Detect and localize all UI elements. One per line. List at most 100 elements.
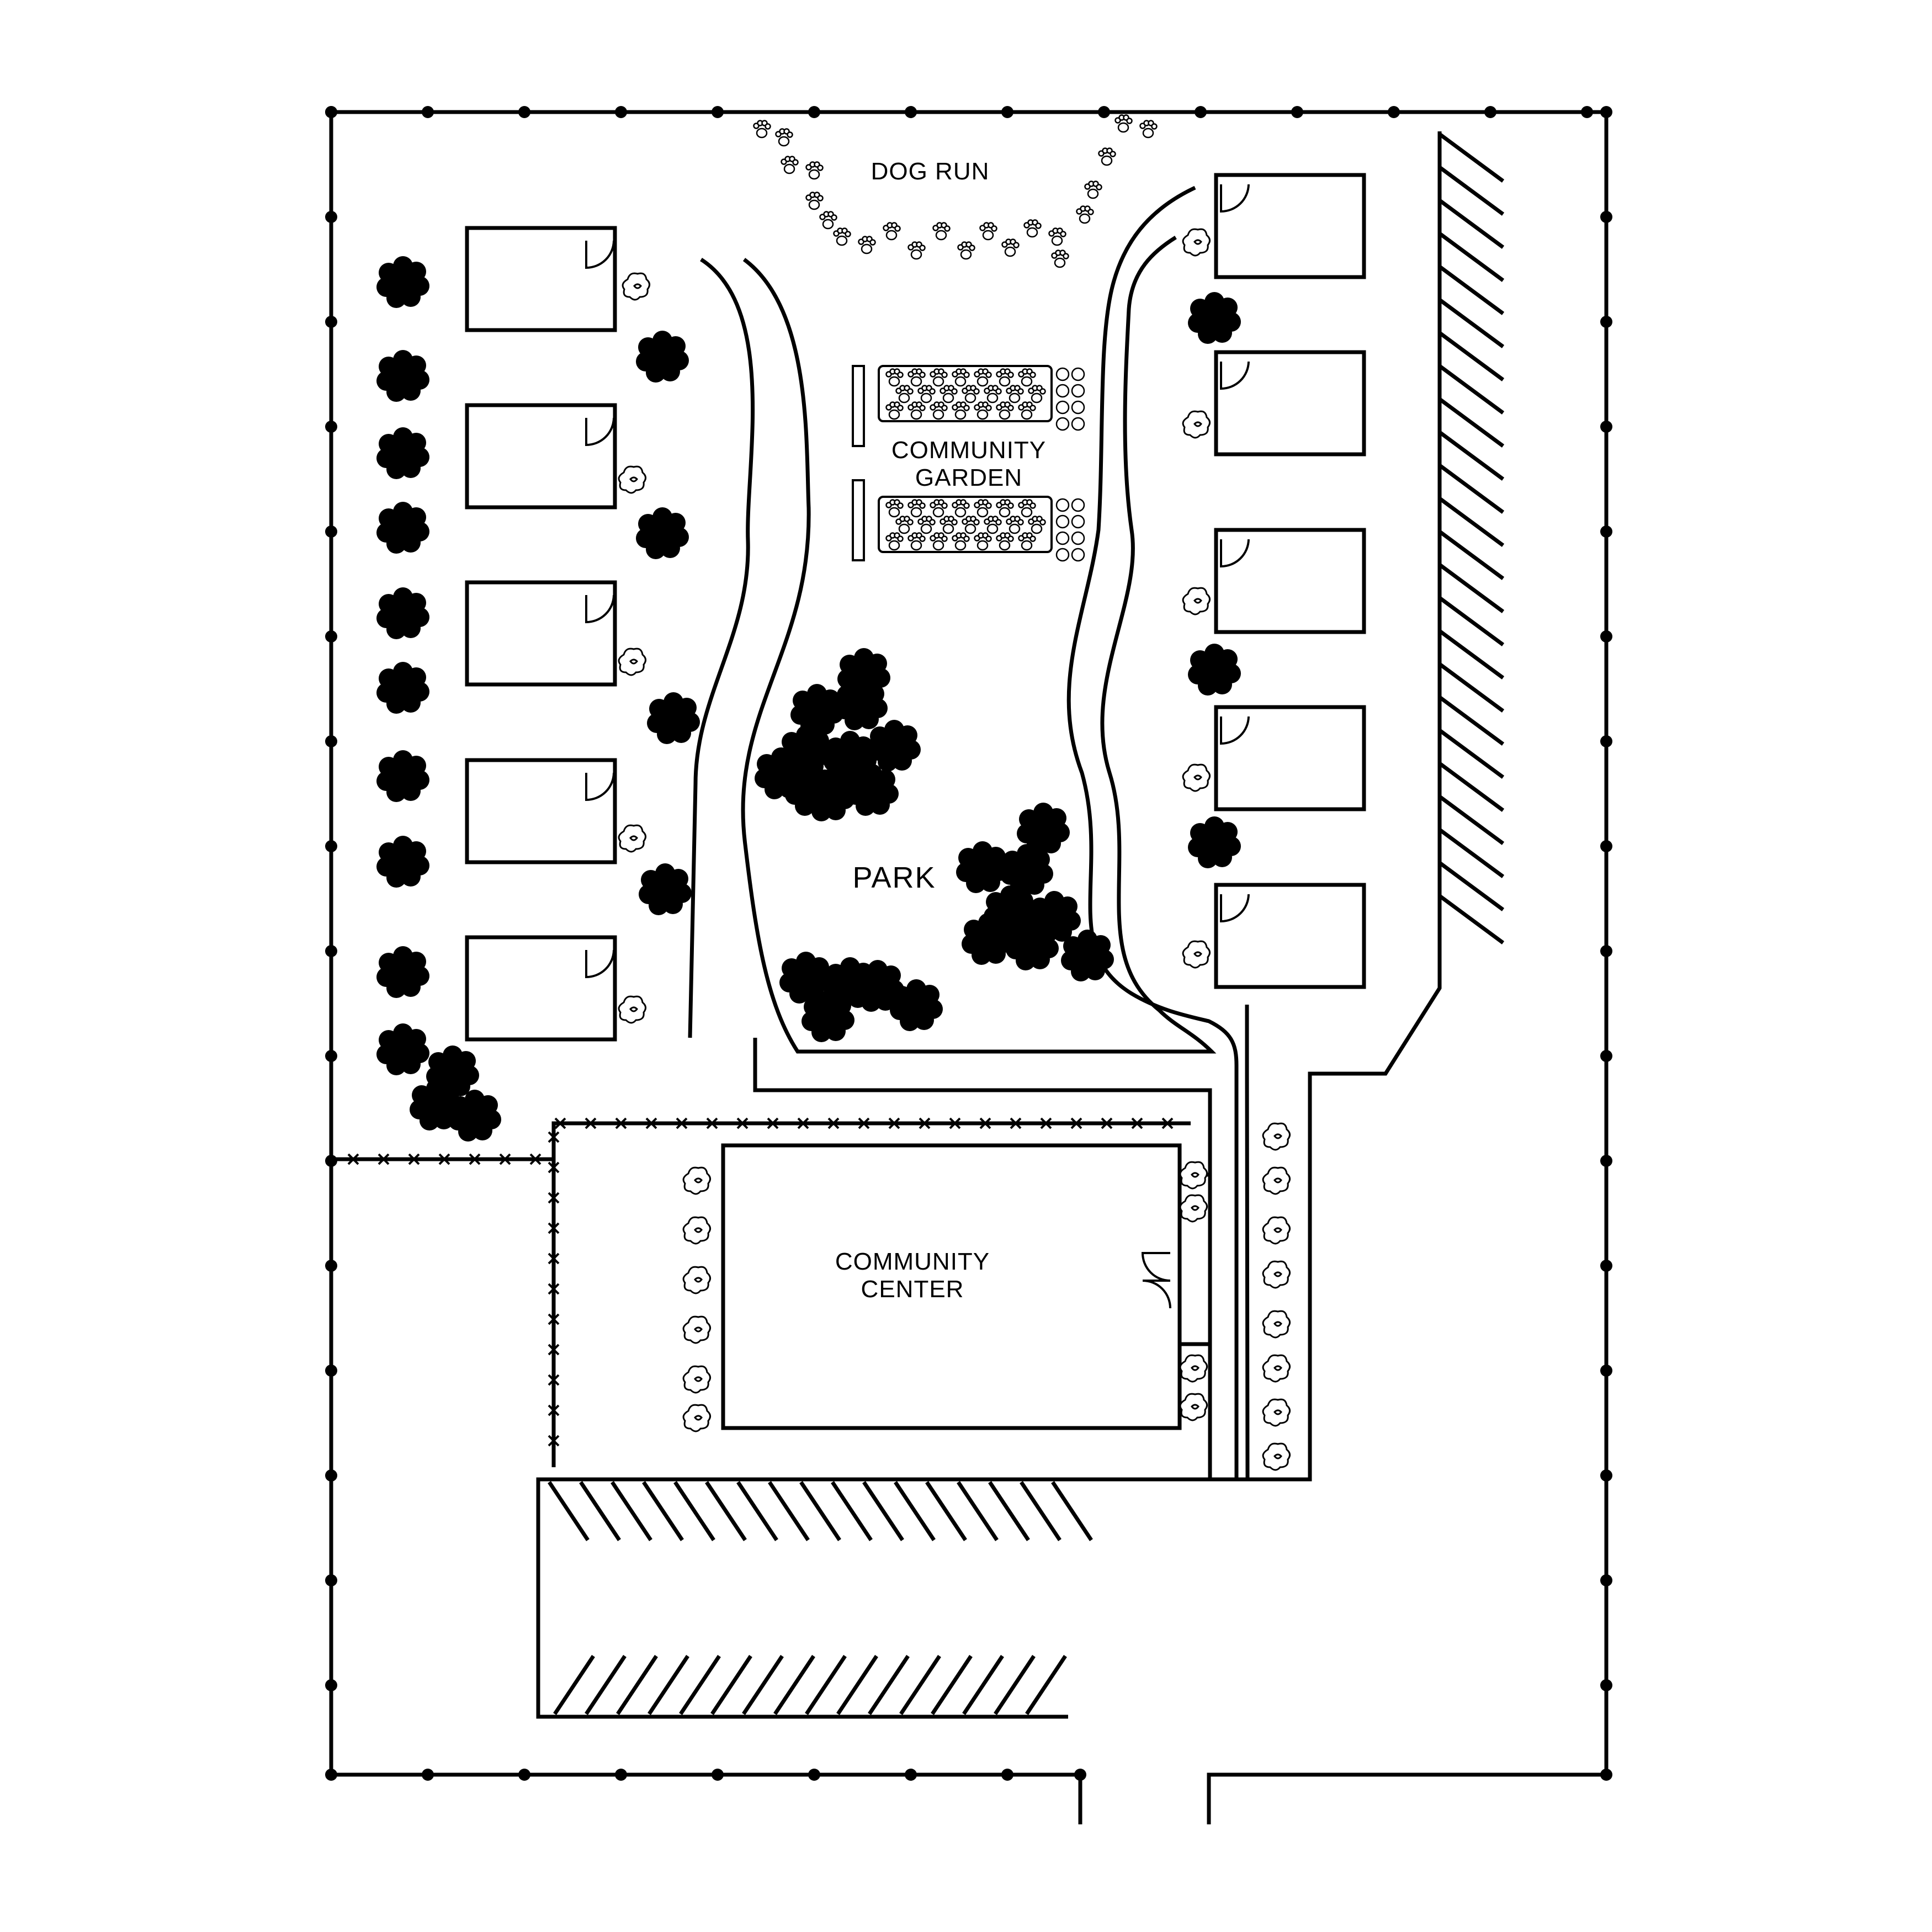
garden-plant <box>1055 417 1070 431</box>
fence-post <box>808 106 820 118</box>
picket <box>499 1153 511 1165</box>
fence-post <box>1600 840 1612 852</box>
garden-plant <box>930 499 948 518</box>
paw-print <box>932 222 951 241</box>
fence-post <box>1600 1574 1612 1586</box>
tree <box>376 1023 429 1075</box>
fence-post <box>905 106 917 118</box>
picket <box>1040 1117 1052 1129</box>
door-swing-icon <box>1220 184 1250 923</box>
garden-plant <box>1055 514 1070 529</box>
garden-plant <box>962 516 980 534</box>
garden-plant <box>1055 367 1070 381</box>
paw-print <box>957 241 975 260</box>
paw-print <box>775 128 793 147</box>
garden-plant <box>895 516 914 534</box>
garden-plant <box>940 385 958 404</box>
parking-stripe <box>931 1655 973 1715</box>
picket <box>548 1252 560 1265</box>
door-swing-icon <box>1141 1252 1171 1309</box>
parking-stripe <box>1438 563 1505 613</box>
tree <box>448 1090 501 1142</box>
door-swing-icon <box>585 240 615 979</box>
parking-stripe <box>1438 662 1505 713</box>
garden-plant <box>885 401 904 420</box>
garden-label-line2: GARDEN <box>915 464 1022 491</box>
parking-stripe <box>1438 397 1505 448</box>
property-fence <box>325 106 1612 1824</box>
parking-stripe <box>962 1655 1004 1715</box>
garden-plant <box>917 516 936 534</box>
parking-stripe <box>1438 729 1505 779</box>
shrub <box>682 1315 712 1344</box>
tree <box>1061 930 1114 981</box>
fence-post <box>422 106 434 118</box>
parking-stripe <box>1438 861 1505 911</box>
parking-stripe <box>925 1481 967 1541</box>
picket <box>548 1313 560 1325</box>
garden-plant <box>1055 384 1070 398</box>
parking-stripe <box>705 1481 747 1541</box>
parking-stripe <box>642 1481 684 1541</box>
parking-stripe <box>611 1481 652 1541</box>
paw-print <box>1001 238 1020 257</box>
parking-stripe <box>1438 265 1505 315</box>
picket <box>949 1117 961 1129</box>
picket <box>548 1222 560 1234</box>
parking-stripe <box>579 1481 621 1541</box>
shrub <box>1262 1166 1291 1195</box>
center-label-line2: CENTER <box>861 1276 964 1303</box>
picket <box>1010 1117 1022 1129</box>
center-label-line1: COMMUNITY <box>835 1248 990 1275</box>
parking-stripe <box>1438 828 1505 878</box>
shrub <box>682 1216 712 1245</box>
parking-stripe <box>1438 199 1505 249</box>
fence-post <box>905 1769 917 1781</box>
picket <box>888 1117 900 1129</box>
parking-stripe <box>836 1655 878 1715</box>
garden-plant <box>885 532 904 551</box>
picket <box>469 1153 481 1165</box>
garden-plant <box>984 516 1002 534</box>
picket <box>548 1344 560 1356</box>
garden-plant <box>1071 514 1085 529</box>
shrub <box>1179 1194 1208 1223</box>
picket <box>548 1131 560 1143</box>
tree <box>376 662 429 714</box>
fence-post <box>325 1574 337 1586</box>
garden-plant <box>907 368 926 387</box>
garden-plant <box>1071 384 1085 398</box>
dog-run-label: DOG RUN <box>871 158 990 185</box>
parking-stripe <box>899 1655 941 1715</box>
garden-plant <box>952 401 970 420</box>
parking-stripe <box>1438 232 1505 282</box>
garden-plant <box>974 401 992 420</box>
tree <box>890 979 943 1031</box>
tree <box>1188 292 1241 344</box>
parking-stripe <box>831 1481 873 1541</box>
picket <box>827 1117 840 1129</box>
parking-stripe <box>1438 364 1505 415</box>
picket-fence-icon <box>331 1117 1191 1467</box>
fence-post <box>1600 630 1612 643</box>
fence-post <box>325 106 337 118</box>
garden-plant <box>1055 400 1070 415</box>
tree <box>376 350 429 402</box>
fence-post <box>712 1769 724 1781</box>
fence-post <box>1600 1155 1612 1167</box>
shrub <box>1262 1398 1291 1427</box>
shrub <box>1262 1216 1291 1245</box>
shrub <box>1262 1310 1291 1339</box>
shrub <box>682 1266 712 1294</box>
fence-post <box>325 735 337 747</box>
shrub <box>1182 228 1211 257</box>
parking-stripe <box>1438 696 1505 746</box>
garden-plant <box>962 385 980 404</box>
garden-plant <box>974 532 992 551</box>
fence-post <box>325 1769 337 1781</box>
fence-post <box>325 421 337 433</box>
parking-stripe <box>1438 629 1505 680</box>
garden-plant <box>1028 385 1046 404</box>
fence-post <box>325 316 337 328</box>
parking-stripe <box>1020 1481 1061 1541</box>
